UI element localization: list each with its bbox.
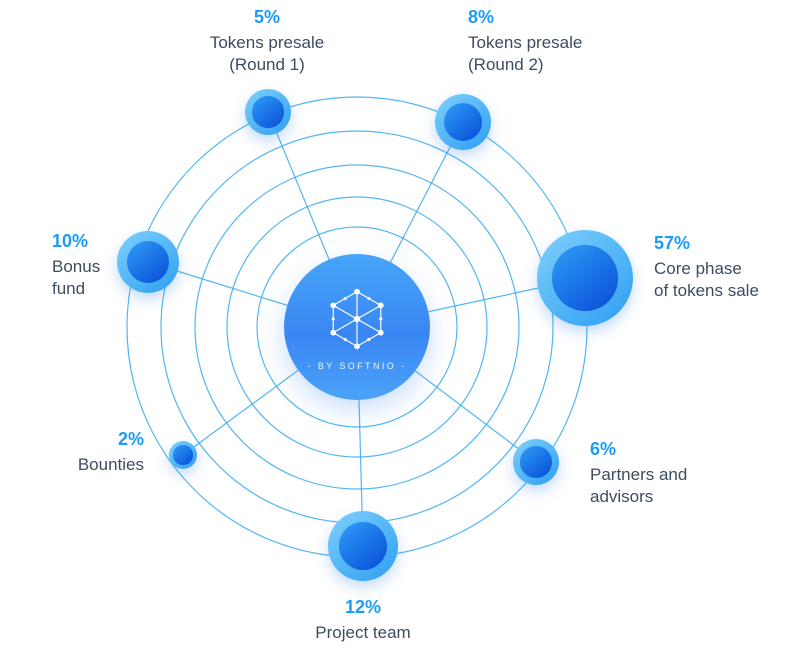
node-core <box>520 446 552 478</box>
percent-value: 57% <box>654 233 691 253</box>
node-core <box>252 96 284 128</box>
label-line: Tokens presale <box>468 33 583 53</box>
label-line: fund <box>52 279 86 299</box>
blockchain-network-icon <box>330 288 384 350</box>
center-hub: - BY SOFTNIO - <box>284 254 430 400</box>
node-core <box>126 240 170 284</box>
label-line: Bonus <box>52 257 101 277</box>
node-project-team <box>328 511 398 581</box>
node-bonus-fund <box>117 231 179 293</box>
node-core <box>173 445 193 465</box>
label-partners-advisors: 6% Partners and advisors <box>590 438 720 509</box>
label-line: Bounties <box>77 455 144 475</box>
percent-value: 12% <box>344 597 382 617</box>
label-line: (Round 1) <box>229 55 305 75</box>
label-bounties: 2% Bounties <box>58 428 144 476</box>
label-bonus-fund: 10% Bonus fund <box>52 230 142 301</box>
label-tokens-presale-round-2: 8% Tokens presale (Round 2) <box>468 6 608 77</box>
node-tokens-presale-round-2 <box>435 94 491 150</box>
percent-value: 8% <box>468 7 495 27</box>
percent-value: 5% <box>253 7 280 27</box>
label-tokens-presale-round-1: 5% Tokens presale (Round 1) <box>187 6 347 77</box>
node-tokens-presale-round-1 <box>245 89 291 135</box>
label-line: of tokens sale <box>654 281 759 301</box>
label-core-phase: 57% Core phase of tokens sale <box>654 232 804 303</box>
node-core-phase <box>537 230 633 326</box>
node-core <box>552 245 618 311</box>
node-core <box>443 102 483 142</box>
label-project-team: 12% Project team <box>283 596 443 644</box>
percent-value: 2% <box>117 429 144 449</box>
label-line: Partners and <box>590 465 688 485</box>
brand-caption: - BY SOFTNIO - <box>307 361 407 371</box>
node-partners-advisors <box>513 439 559 485</box>
node-core <box>339 522 387 570</box>
percent-value: 6% <box>590 439 617 459</box>
node-bounties <box>169 441 197 469</box>
label-line: (Round 2) <box>468 55 544 75</box>
label-line: Tokens presale <box>209 33 325 53</box>
label-line: advisors <box>590 487 654 507</box>
label-line: Core phase <box>654 259 742 279</box>
label-line: Project team <box>315 623 411 643</box>
percent-value: 10% <box>52 231 89 251</box>
